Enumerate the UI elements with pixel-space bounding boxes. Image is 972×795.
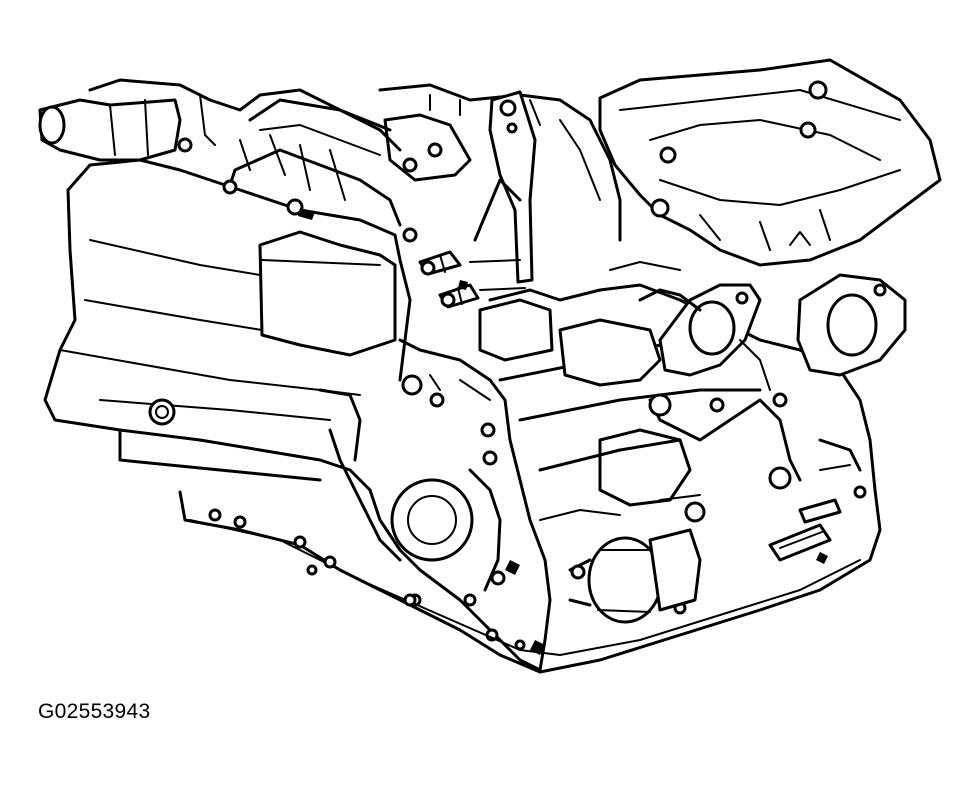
intake-manifold <box>598 58 942 267</box>
water-outlet <box>38 78 402 162</box>
engine-block-left <box>43 98 418 492</box>
starter-motor <box>568 494 706 624</box>
shading-accents <box>298 208 828 655</box>
lifting-bracket <box>473 90 537 284</box>
front-cover <box>328 338 552 672</box>
mount-bracket <box>648 339 862 490</box>
cylinder-head-top <box>378 83 622 242</box>
figure-id-label: G02553943 <box>38 700 151 723</box>
exhaust-flanges <box>609 261 907 377</box>
fittings <box>418 250 526 309</box>
